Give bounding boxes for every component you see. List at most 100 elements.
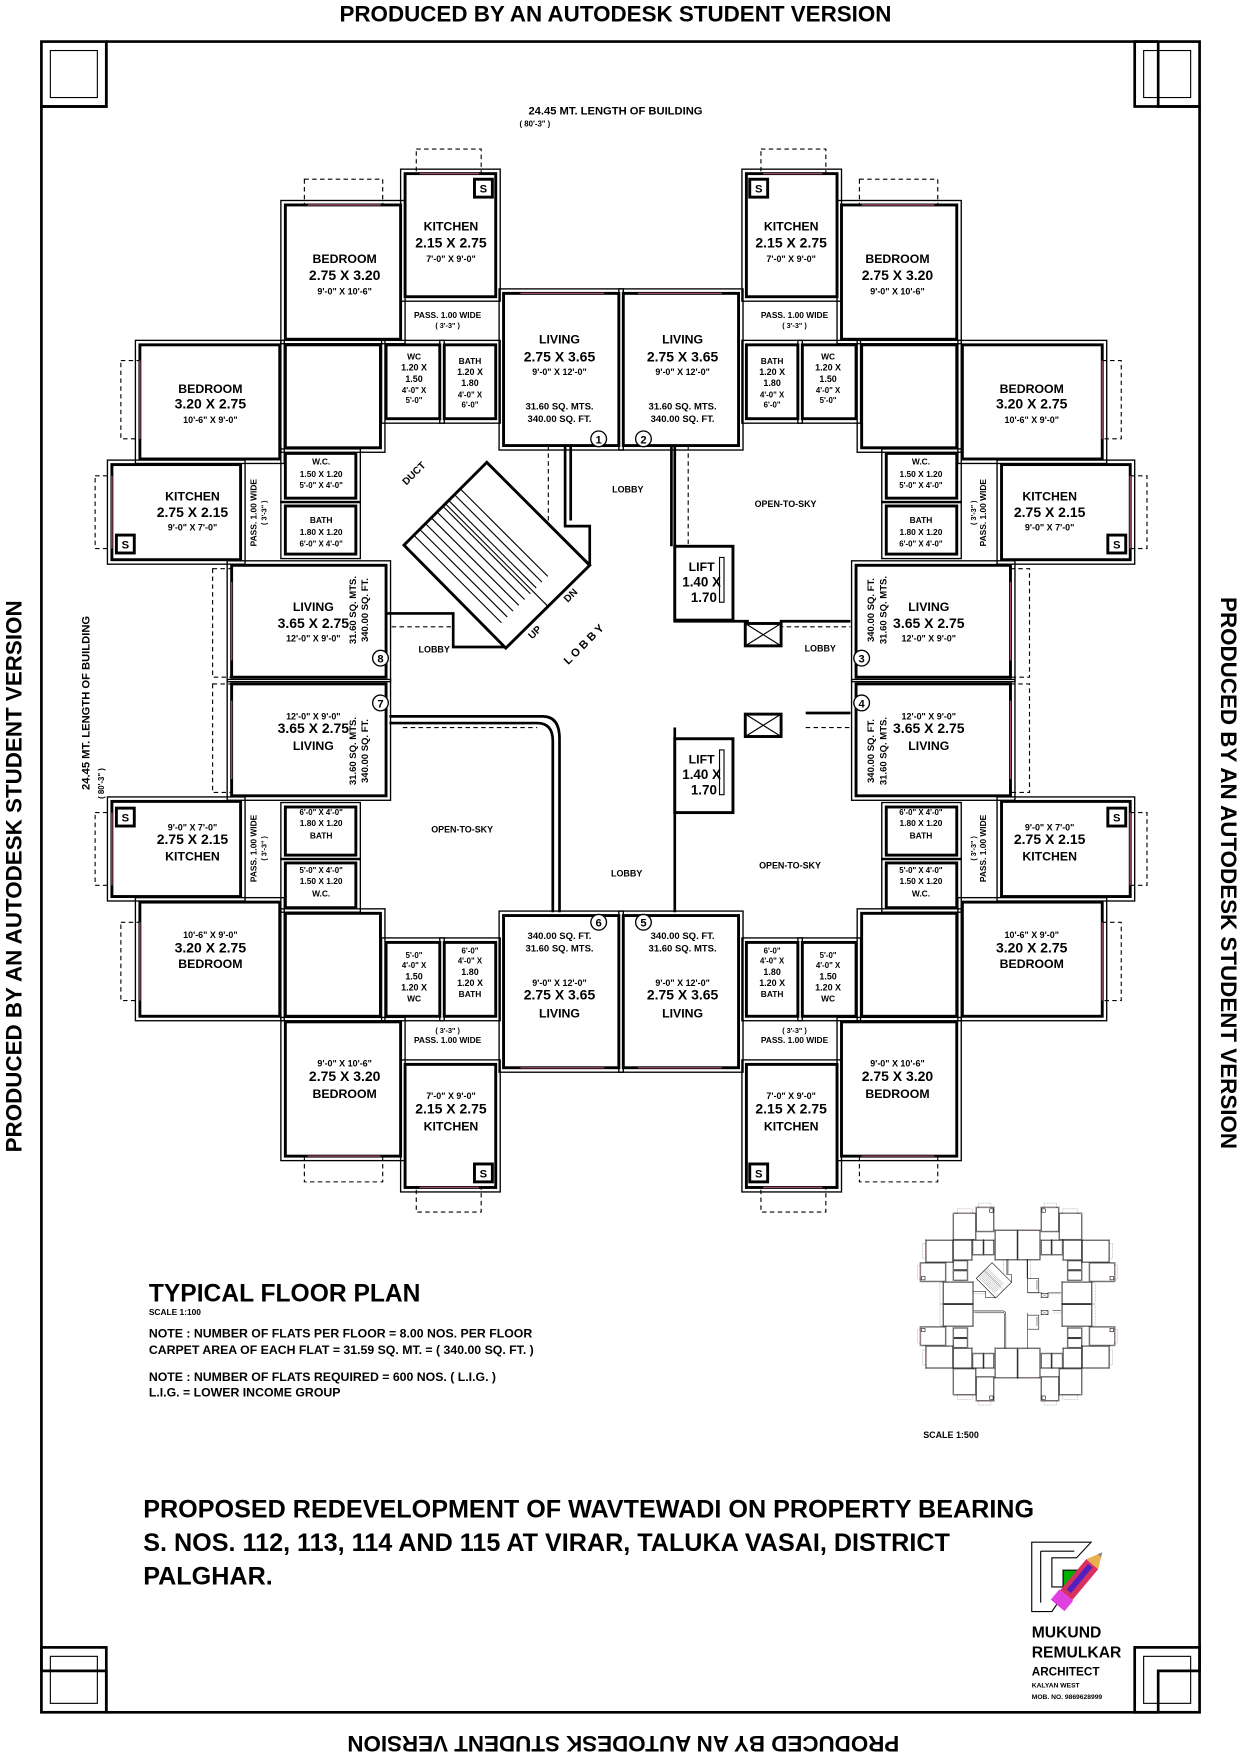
kitchen-size: 2.75 X 2.15 <box>1014 831 1086 847</box>
bath-size-ft: 6'-0" <box>764 947 781 956</box>
balcony-projection <box>120 359 141 440</box>
store-label: S <box>122 540 130 552</box>
living-room <box>621 291 741 448</box>
bath-room-outer-wall <box>741 937 804 1022</box>
watermark-left: PRODUCED BY AN AUTODESK STUDENT VERSION <box>1 600 26 1152</box>
bath-room <box>884 504 959 556</box>
lobby-label: LOBBY <box>419 645 450 655</box>
balcony-projection <box>120 921 141 1002</box>
balcony-projection <box>415 1186 482 1213</box>
bath-size: 1.20 X <box>457 367 483 377</box>
bedroom-size: 3.20 X 2.75 <box>996 939 1068 955</box>
passage-width-ft: ( 3'-3" ) <box>435 321 460 330</box>
kitchen-room-outer-wall <box>996 796 1136 902</box>
kitchen-label: KITCHEN <box>764 220 819 234</box>
dry-balcony-room <box>283 911 382 1018</box>
wc-size-ft: 5'-0" X 4'-0" <box>899 866 943 875</box>
living-size: 2.75 X 3.65 <box>647 986 719 1002</box>
kitchen-room-outer-wall <box>106 459 246 565</box>
flat-number: 1 <box>596 434 602 446</box>
bath-label: BATH <box>310 830 333 840</box>
living-size: 3.65 X 2.75 <box>893 720 965 736</box>
wc-label: W.C. <box>912 889 930 899</box>
bath-size-ft: 6'-0" X 4'-0" <box>299 539 343 548</box>
bath-size-ft: 4'-0" X <box>760 957 785 966</box>
store-label: S <box>480 1168 488 1180</box>
kitchen-room-outer-wall <box>399 168 501 302</box>
carpet-area-sqft: 340.00 SQ. FT. <box>528 931 592 942</box>
bath-label: BATH <box>761 356 784 366</box>
bedroom-size-ft: 10'-6" X 9'-0" <box>1005 415 1059 425</box>
lobby-label: LOBBY <box>611 868 642 878</box>
kitchen-label: KITCHEN <box>165 489 220 503</box>
living-size: 2.75 X 3.65 <box>524 986 596 1002</box>
bath-room <box>744 940 800 1018</box>
lobby-label-diagonal: L O B B Y <box>562 622 607 667</box>
passage-width-ft: ( 3'-3" ) <box>259 836 268 861</box>
living-label: LIVING <box>662 1006 703 1020</box>
living-room <box>621 914 741 1070</box>
store-box <box>473 177 494 199</box>
drawing-title: TYPICAL FLOOR PLAN <box>149 1281 421 1308</box>
living-size-ft: 9'-0" X 12'-0" <box>532 367 586 377</box>
kitchen-size-ft: 7'-0" X 9'-0" <box>766 254 816 264</box>
flat-number: 4 <box>859 698 866 710</box>
bedroom-size: 2.75 X 3.20 <box>862 1068 934 1084</box>
living-room <box>502 291 621 448</box>
passage-label: PASS. 1.00 WIDE <box>978 479 988 547</box>
living-label: LIVING <box>539 1006 580 1020</box>
bedroom-label: BEDROOM <box>178 382 242 396</box>
kitchen-label: KITCHEN <box>165 850 220 864</box>
bedroom-size: 2.75 X 3.20 <box>309 267 381 283</box>
lobby-wall <box>563 445 592 566</box>
bedroom-room <box>138 900 282 1018</box>
bath-size-ft: 6'-0" <box>764 401 781 410</box>
bedroom-room <box>283 1020 403 1158</box>
living-size-ft: 9'-0" X 12'-0" <box>532 978 586 988</box>
kitchen-room-outer-wall <box>399 1059 501 1193</box>
open-to-sky-label: OPEN-TO-SKY <box>755 499 817 509</box>
living-size-ft: 12'-0" X 9'-0" <box>902 633 956 643</box>
wc-size-ft: 4'-0" X <box>816 386 841 395</box>
project-title-line-1: PROPOSED REDEVELOPMENT OF WAVTEWADI ON P… <box>143 1496 1034 1524</box>
living-size-ft: 12'-0" X 9'-0" <box>286 633 340 643</box>
living-room <box>502 914 621 1070</box>
bath-room-outer-wall <box>741 339 804 424</box>
carpet-area-sqm: 31.60 SQ. MTS. <box>878 576 889 644</box>
flat-number-circle <box>634 430 652 448</box>
carpet-area-sqft: 340.00 SQ. FT. <box>866 719 877 783</box>
passage-width-ft: ( 3'-3" ) <box>969 500 978 525</box>
bath-size: 1.80 <box>461 967 478 977</box>
carpet-area-sqm: 31.60 SQ. MTS. <box>878 717 889 785</box>
lobby-wall <box>389 715 561 913</box>
kitchen-size: 2.75 X 2.15 <box>1014 504 1086 520</box>
living-size-ft: 12'-0" X 9'-0" <box>902 712 956 722</box>
lift-label: LIFT <box>689 752 715 766</box>
bath-size: 1.80 X 1.20 <box>300 818 343 828</box>
wc-room-outer-wall <box>881 448 962 504</box>
lift-shaft <box>673 544 735 622</box>
kitchen-size-ft: 9'-0" X 7'-0" <box>168 823 218 833</box>
architect-name-1: MUKUND <box>1032 1624 1102 1641</box>
living-label: LIVING <box>293 600 334 614</box>
wc-label: W.C. <box>912 457 930 467</box>
project-title-line-2: S. NOS. 112, 113, 114 AND 115 AT VIRAR, … <box>143 1529 950 1557</box>
bedroom-size-ft: 10'-6" X 9'-0" <box>1005 930 1059 940</box>
passage-label: PASS. 1.00 WIDE <box>761 310 829 320</box>
lift-door <box>718 749 725 796</box>
wc-label: W.C. <box>312 889 330 899</box>
building-length-top-ft: ( 80'-3" ) <box>519 120 550 129</box>
bath-size-ft: 6'-0" X 4'-0" <box>299 808 343 817</box>
passage-width-ft: ( 3'-3" ) <box>782 1026 807 1035</box>
wc-size-ft: 5'-0" <box>820 396 837 405</box>
wc-room <box>884 861 959 910</box>
living-label: LIVING <box>908 739 949 753</box>
wc-label: WC <box>407 994 421 1004</box>
living-label: LIVING <box>539 333 580 347</box>
bath-room <box>283 504 358 556</box>
bath-size: 1.20 X <box>759 367 785 377</box>
bedroom-room <box>840 203 959 341</box>
kitchen-room-outer-wall <box>996 459 1136 565</box>
lift-label: LIFT <box>689 560 715 574</box>
